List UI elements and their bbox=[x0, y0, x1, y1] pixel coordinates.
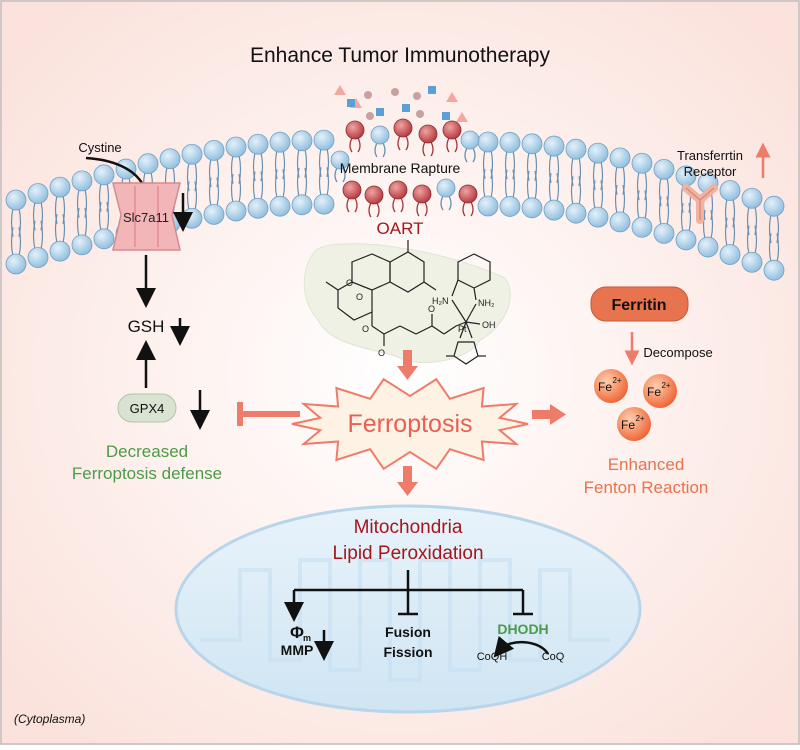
defense-label-line2: Ferroptosis defense bbox=[72, 464, 222, 483]
ferroptosis-to-iron-arrow bbox=[532, 404, 566, 425]
svg-text:O: O bbox=[346, 278, 353, 288]
gpx4-pill bbox=[117, 393, 177, 423]
transferrin-receptor-label-line1: Transferrtin bbox=[677, 148, 743, 163]
svg-text:NH₂: NH₂ bbox=[478, 298, 495, 308]
iron-ion: Fe 2+ bbox=[643, 374, 677, 408]
diagram-title: Enhance Tumor Immunotherapy bbox=[250, 44, 550, 67]
oart-to-ferroptosis-arrow bbox=[397, 350, 418, 380]
phi-m-label: Φ m bbox=[290, 623, 311, 643]
defense-label-line1: Decreased bbox=[106, 442, 188, 461]
svg-text:Fe: Fe bbox=[621, 418, 635, 432]
coq-to-coqh-arrow bbox=[493, 635, 550, 658]
iron-ions-group: Fe 2+ Fe 2+ Fe 2+ bbox=[594, 369, 677, 441]
svg-text:Fe: Fe bbox=[647, 385, 661, 399]
svg-text:OH: OH bbox=[482, 320, 496, 330]
cystine-label: Cystine bbox=[78, 140, 121, 155]
fenton-label-line1: Enhanced bbox=[608, 455, 685, 474]
ferroptosis-to-mito-arrow bbox=[397, 466, 418, 496]
mito-title-line2: Lipid Peroxidation bbox=[332, 543, 483, 564]
svg-text:Φ: Φ bbox=[290, 623, 304, 642]
svg-text:O: O bbox=[356, 292, 363, 302]
slc7a11-label: Slc7a11 bbox=[123, 210, 169, 225]
fenton-label-line2: Fenton Reaction bbox=[584, 478, 709, 497]
gsh-label: GSH bbox=[128, 317, 165, 336]
iron-ion: Fe 2+ bbox=[594, 369, 628, 403]
oart-structure-backdrop bbox=[303, 243, 511, 363]
svg-text:2+: 2+ bbox=[661, 381, 670, 390]
released-molecules bbox=[334, 85, 468, 122]
svg-text:2+: 2+ bbox=[635, 414, 644, 423]
slc7a11-transporter bbox=[112, 182, 181, 251]
ferritin-label: Ferritin bbox=[611, 297, 666, 314]
oart-label: OART bbox=[377, 219, 424, 238]
membrane-rupture-label: Membrane Rapture bbox=[340, 160, 461, 176]
mito-branch-lines bbox=[294, 570, 533, 616]
oart-chemical-structure bbox=[325, 240, 491, 365]
membrane-rupture-zone bbox=[330, 118, 480, 218]
gpx4-label: GPX4 bbox=[130, 401, 165, 416]
svg-text:Pt: Pt bbox=[458, 324, 467, 334]
transferrin-receptor-icon bbox=[682, 184, 718, 224]
transferrin-receptor-label-line2: Receptor bbox=[684, 164, 737, 179]
svg-text:Fe: Fe bbox=[598, 380, 612, 394]
ferritin-pill bbox=[590, 286, 689, 322]
iron-ion: Fe 2+ bbox=[617, 407, 651, 441]
svg-text:2+: 2+ bbox=[612, 376, 621, 385]
svg-text:O: O bbox=[428, 304, 435, 314]
ferroptosis-label: Ferroptosis bbox=[347, 410, 472, 438]
mito-cristae bbox=[200, 558, 610, 682]
fission-label: Fission bbox=[383, 644, 432, 660]
decompose-label: Decompose bbox=[643, 345, 712, 360]
coqh-label: CoQH bbox=[477, 651, 508, 663]
membrane-bilayer-right bbox=[477, 131, 785, 281]
svg-text:O: O bbox=[362, 324, 369, 334]
svg-text:O: O bbox=[378, 348, 385, 358]
mito-title-line1: Mitochondria bbox=[354, 517, 463, 538]
compartment-label: (Cytoplasma) bbox=[14, 712, 85, 726]
fusion-label: Fusion bbox=[385, 624, 431, 640]
ferroptosis-starburst bbox=[291, 377, 529, 471]
coq-label: CoQ bbox=[542, 651, 565, 663]
svg-text:m: m bbox=[303, 633, 311, 643]
mmp-label: MMP bbox=[281, 642, 314, 658]
oart-atom-labels: O O O O O Pt OH H₂N NH₂ bbox=[346, 278, 496, 358]
svg-text:H₂N: H₂N bbox=[432, 296, 449, 306]
dhodh-label: DHODH bbox=[497, 621, 548, 637]
